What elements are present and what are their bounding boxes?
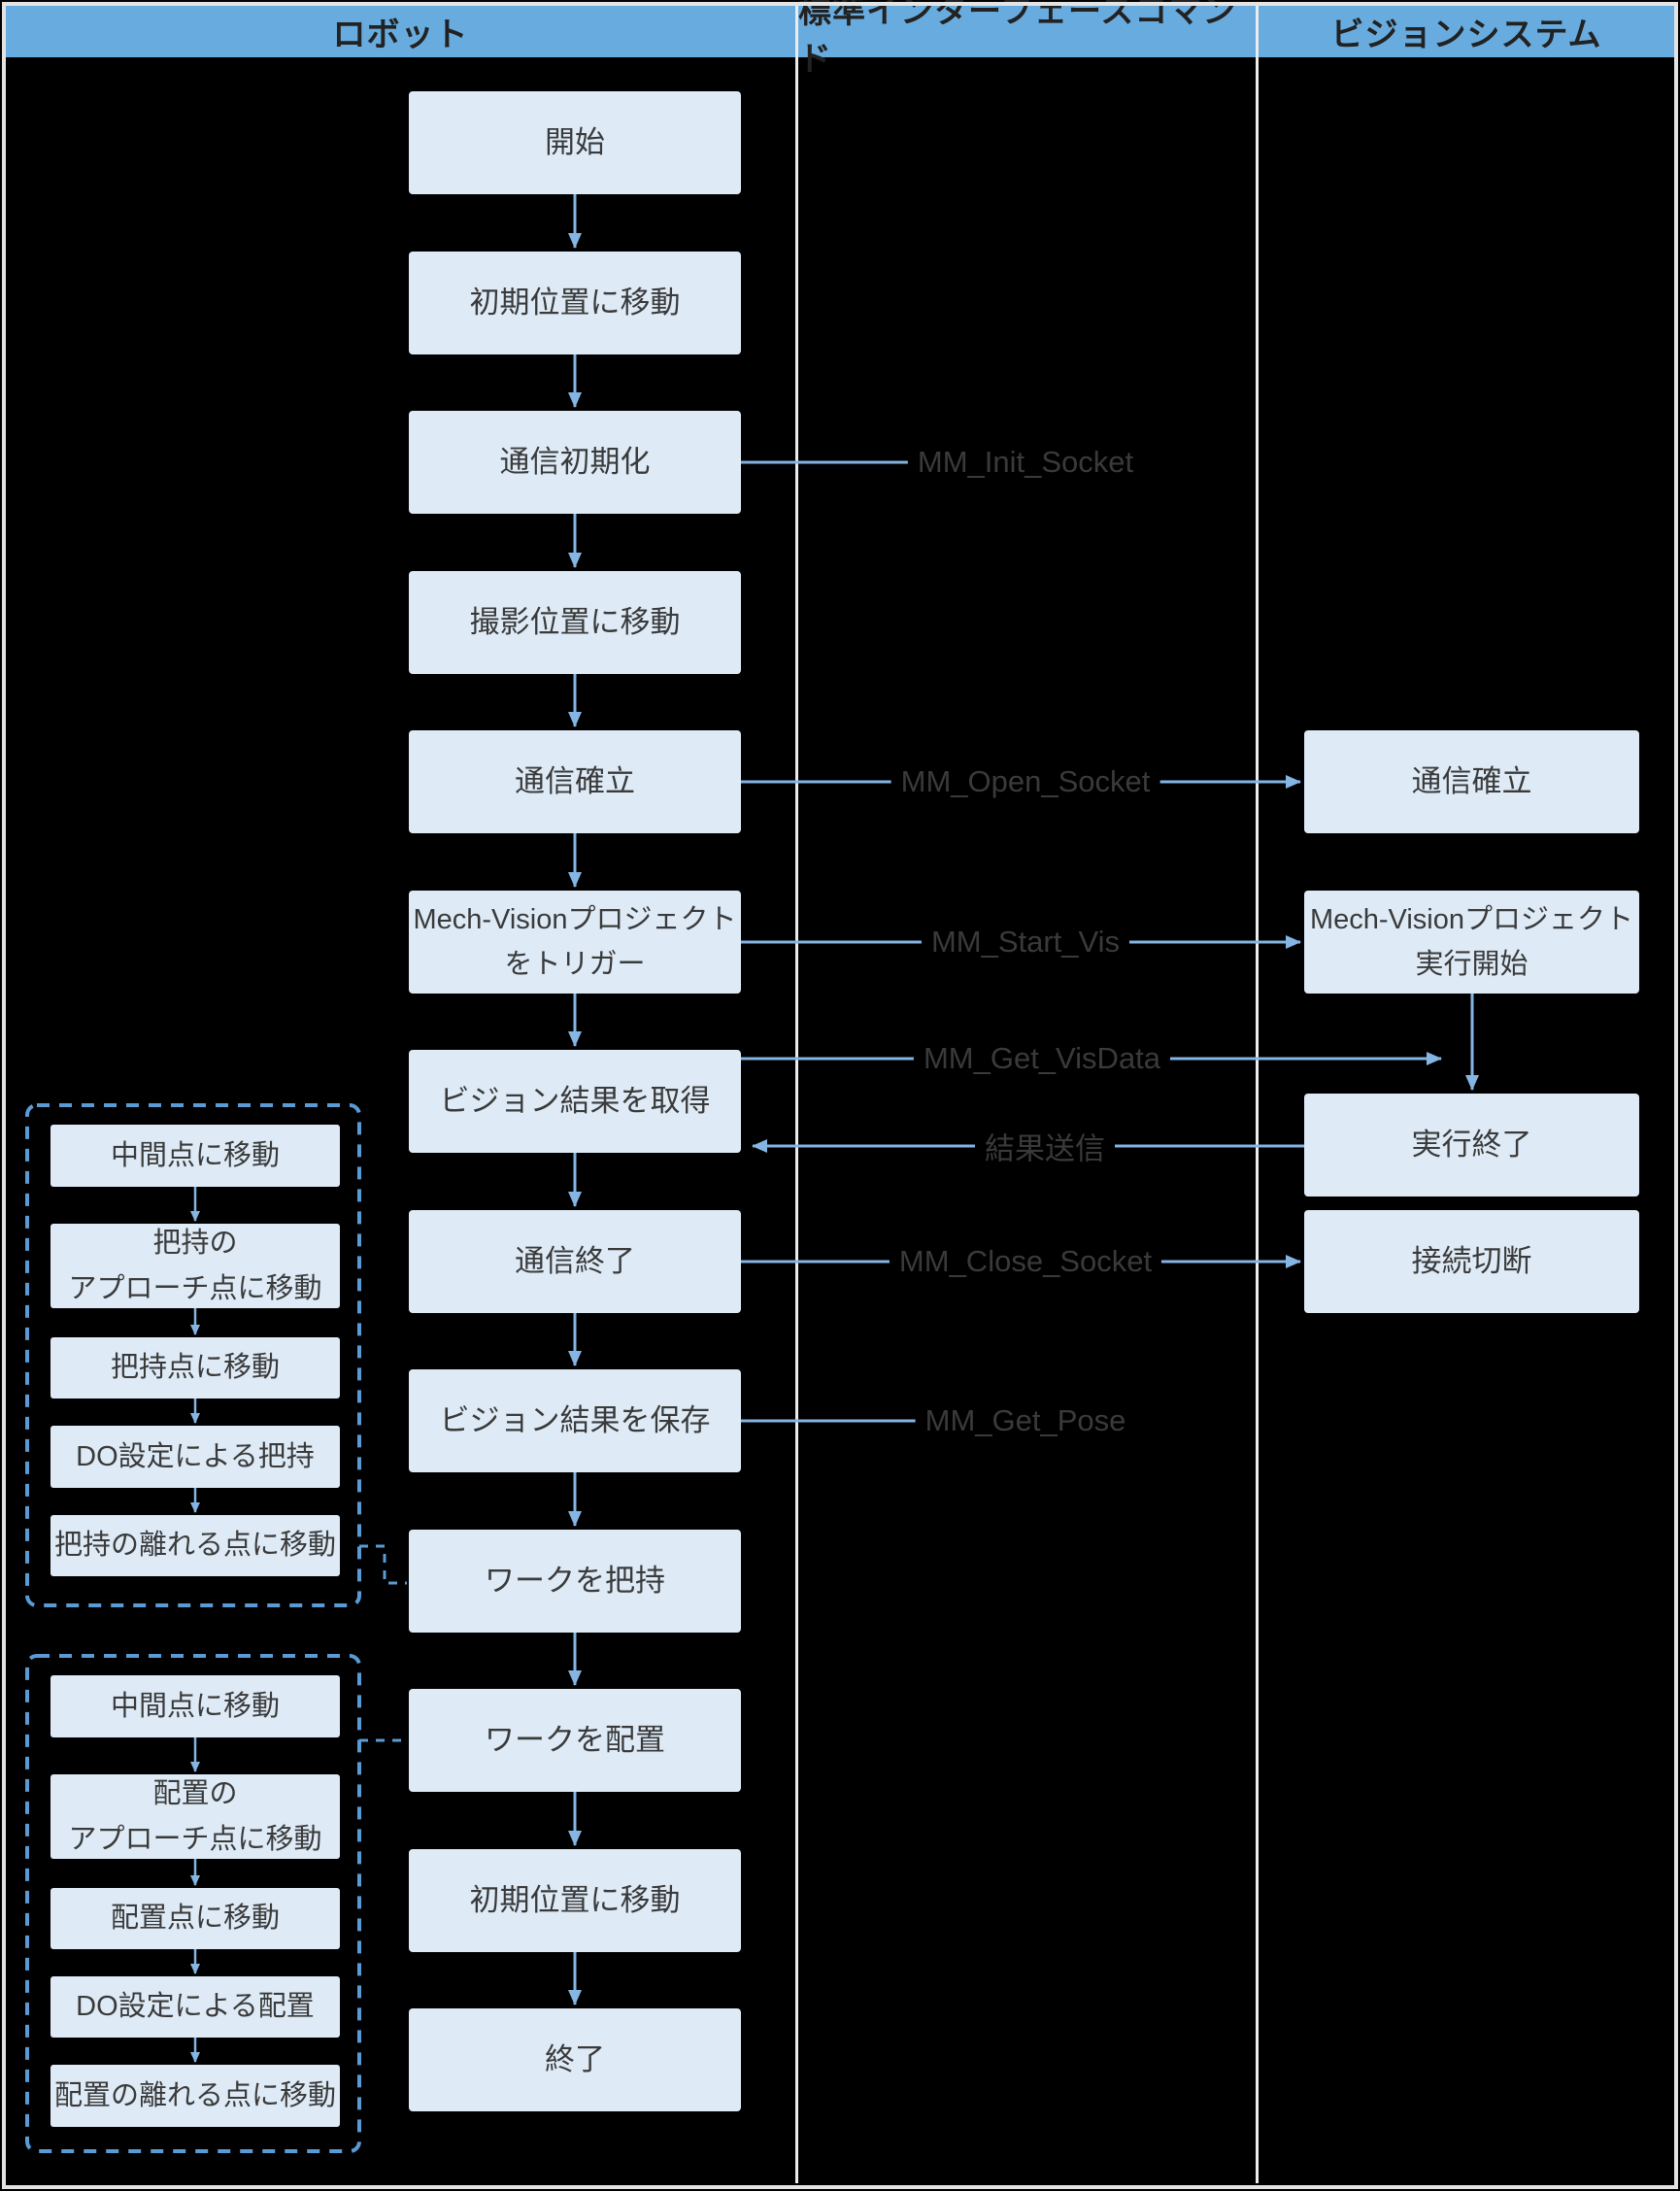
command-label-get-visdata: MM_Get_VisData xyxy=(913,1039,1171,1078)
robot-step-box: ビジョン結果を保存 xyxy=(409,1369,741,1472)
robot-step-box: 開始 xyxy=(409,91,741,194)
header-column-robot: ロボット xyxy=(6,6,795,57)
robot-step-box: 通信確立 xyxy=(409,730,741,833)
robot-step-box: ワークを把持 xyxy=(409,1530,741,1633)
header-label-interface-commands: 標準インターフェースコマンド xyxy=(798,0,1237,78)
robot-step-box: 初期位置に移動 xyxy=(409,1849,741,1952)
command-label-init-socket: MM_Init_Socket xyxy=(907,443,1144,482)
vision-step-box: 接続切断 xyxy=(1304,1210,1639,1313)
vision-step-box: Mech-Visionプロジェクト 実行開始 xyxy=(1304,891,1639,994)
place-substep-box: 配置点に移動 xyxy=(50,1888,340,1949)
robot-step-box: 撮影位置に移動 xyxy=(409,571,741,674)
robot-step-box: ワークを配置 xyxy=(409,1689,741,1792)
grasp-substep-box: 把持の離れる点に移動 xyxy=(50,1515,340,1576)
column-divider-1 xyxy=(795,6,798,2183)
robot-step-box: 終了 xyxy=(409,2008,741,2111)
grasp-group-connector xyxy=(359,1544,407,1585)
place-substep-box: 中間点に移動 xyxy=(50,1675,340,1737)
robot-step-box: ビジョン結果を取得 xyxy=(409,1050,741,1153)
place-substep-box: 配置の アプローチ点に移動 xyxy=(50,1774,340,1859)
column-divider-2 xyxy=(1256,6,1259,2183)
place-substep-box: 配置の離れる点に移動 xyxy=(50,2065,340,2127)
command-label-close-socket: MM_Close_Socket xyxy=(889,1242,1162,1281)
grasp-substep-box: 把持点に移動 xyxy=(50,1337,340,1399)
grasp-substep-box: 中間点に移動 xyxy=(50,1125,340,1187)
header-label-robot: ロボット xyxy=(332,17,469,53)
grasp-substep-box: 把持の アプローチ点に移動 xyxy=(50,1224,340,1308)
robot-step-box: 通信初期化 xyxy=(409,411,741,514)
robot-step-box: 通信終了 xyxy=(409,1210,741,1313)
command-label-get-pose: MM_Get_Pose xyxy=(915,1401,1136,1440)
robot-step-box: 初期位置に移動 xyxy=(409,252,741,354)
header-label-vision-system: ビジョンシステム xyxy=(1330,17,1602,53)
grasp-substep-box: DO設定による把持 xyxy=(50,1426,340,1488)
command-label-start-vis: MM_Start_Vis xyxy=(921,923,1130,961)
place-substep-box: DO設定による配置 xyxy=(50,1976,340,2038)
command-label-open-socket: MM_Open_Socket xyxy=(890,762,1160,801)
robot-step-box: Mech-Visionプロジェクト をトリガー xyxy=(409,891,741,994)
vision-step-box: 実行終了 xyxy=(1304,1094,1639,1197)
command-label-send-result: 結果送信 xyxy=(975,1122,1115,1170)
header-column-interface-commands: 標準インターフェースコマンド xyxy=(798,0,1256,78)
vision-step-box: 通信確立 xyxy=(1304,730,1639,833)
header-column-vision-system: ビジョンシステム xyxy=(1259,6,1674,57)
